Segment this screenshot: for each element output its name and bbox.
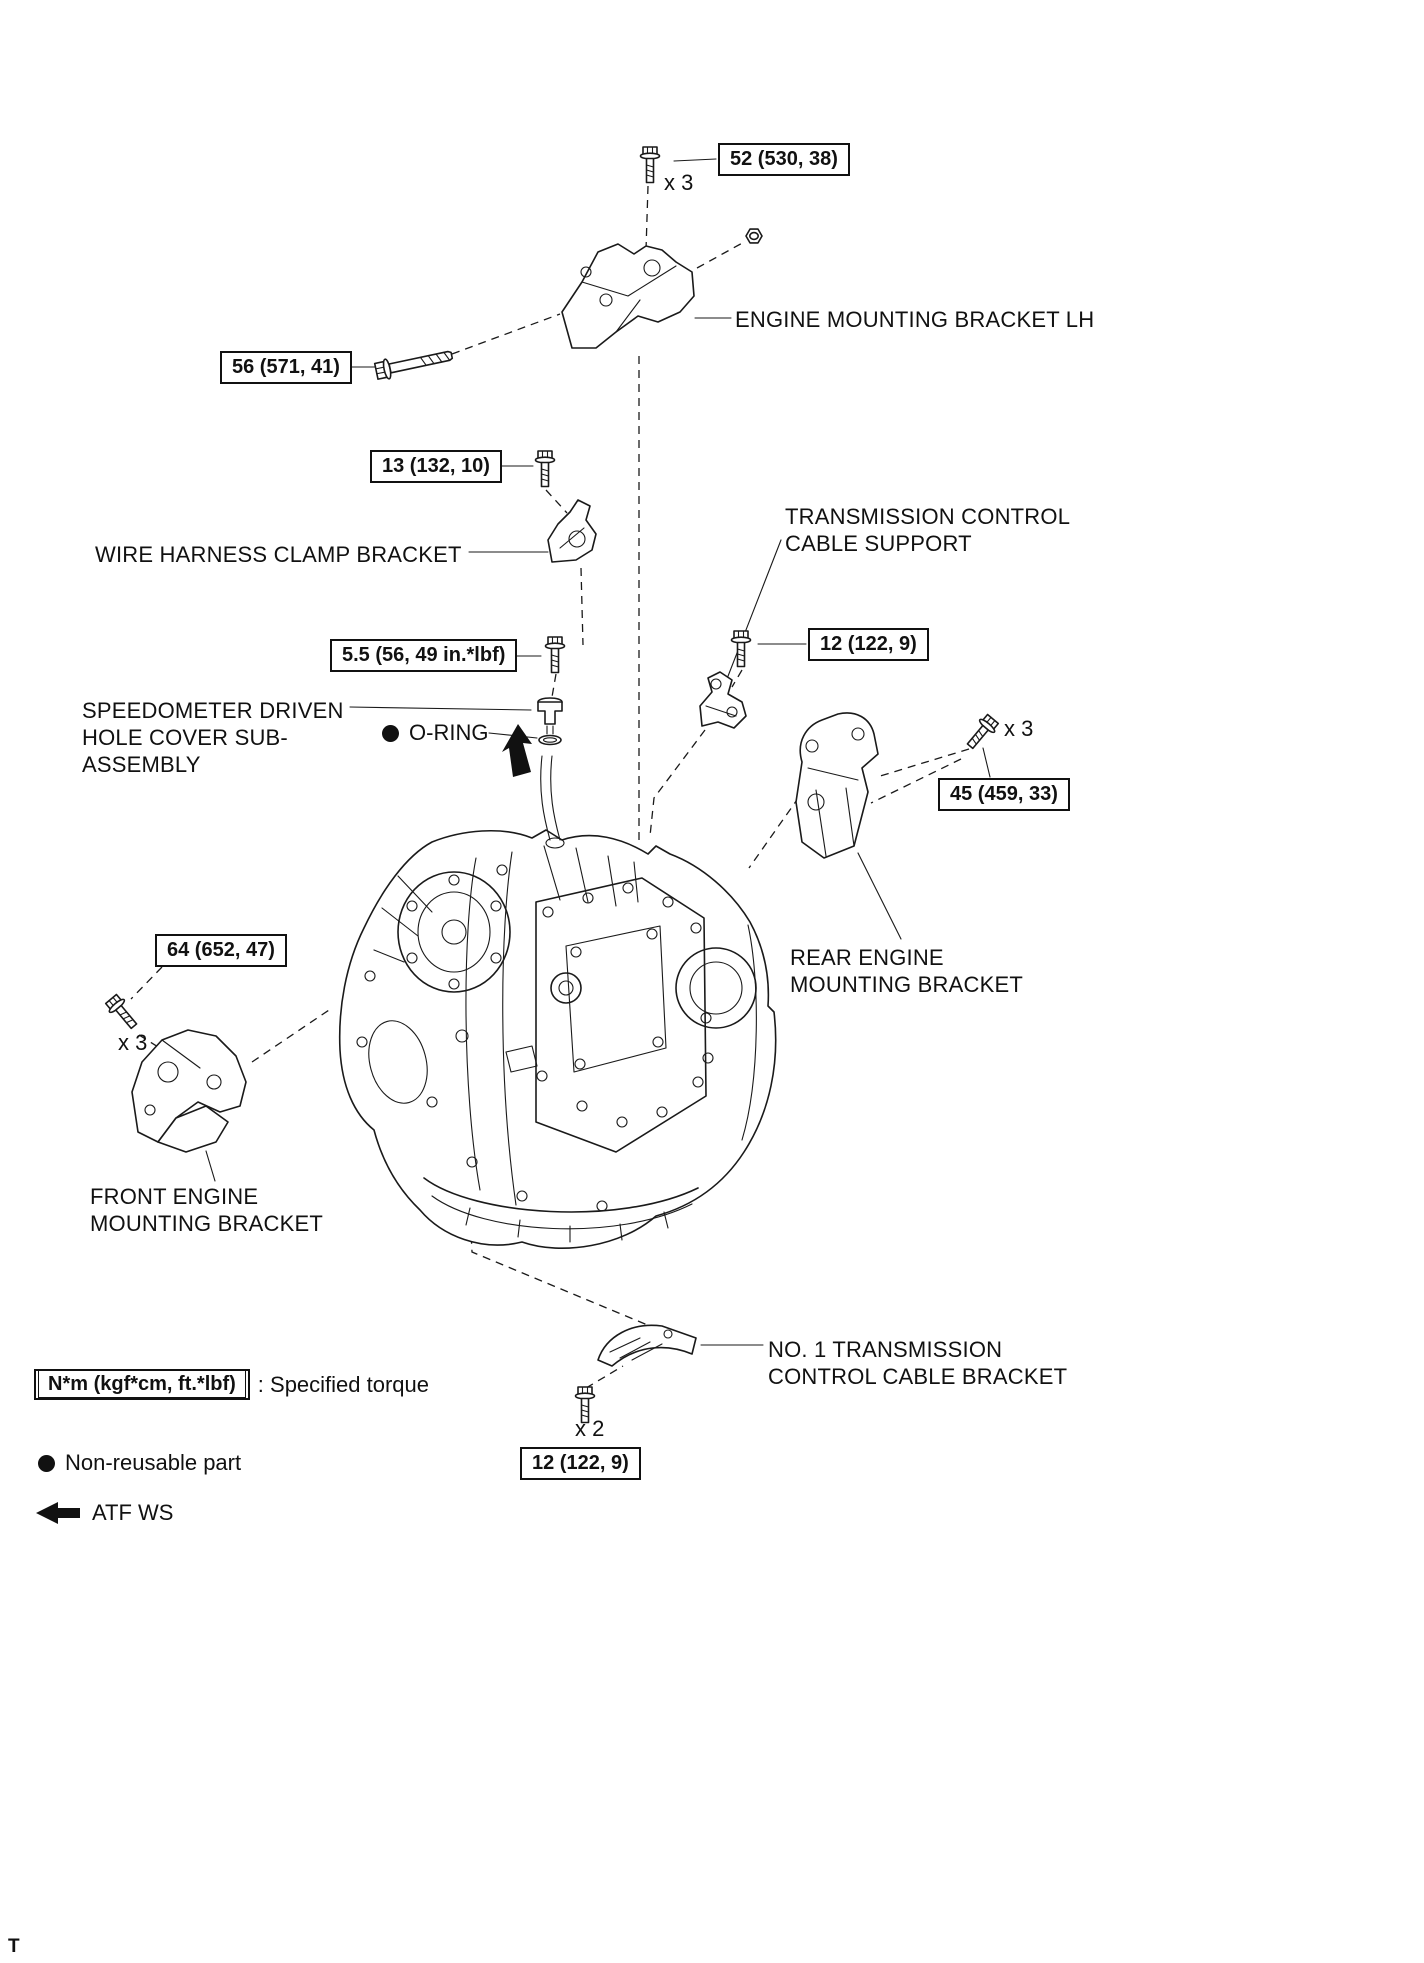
bolt-icon xyxy=(962,712,1002,754)
torque-spec-box: 64 (652, 47) xyxy=(155,934,287,967)
rear-engine-mounting-bracket-drawing xyxy=(795,712,879,859)
transaxle-illustration xyxy=(338,755,777,1250)
torque-spec-box: 5.5 (56, 49 in.*lbf) xyxy=(330,639,518,672)
label-transmission-control-cable-support: TRANSMISSION CONTROL CABLE SUPPORT xyxy=(785,504,1071,556)
atf-arrow-icon xyxy=(34,1500,82,1526)
front-engine-mounting-bracket-drawing xyxy=(131,1029,247,1153)
nut-icon xyxy=(745,228,763,244)
torque-spec-box: 12 (122, 9) xyxy=(520,1447,641,1480)
quantity-marker: x 3 xyxy=(664,170,694,195)
atf-apply-arrow-icon xyxy=(502,724,532,777)
label-speedometer-driven-hole-cover: SPEEDOMETER DRIVEN HOLE COVER SUB- ASSEM… xyxy=(82,698,344,777)
label-no1-transmission-control-cable-bracket: NO. 1 TRANSMISSION CONTROL CABLE BRACKET xyxy=(768,1337,1068,1389)
torque-spec-box: 12 (122, 9) xyxy=(808,628,929,661)
torque-legend-meaning: : Specified torque xyxy=(257,1371,430,1397)
transmission-control-cable-support-drawing xyxy=(699,671,747,729)
non-reusable-legend: Non-reusable part xyxy=(38,1450,241,1476)
engine-mounting-bracket-lh-drawing xyxy=(561,243,695,349)
bolt-icon xyxy=(544,636,566,674)
no1-transmission-control-cable-bracket-drawing xyxy=(597,1324,697,1367)
quantity-marker: x 3 xyxy=(1004,716,1034,741)
torque-spec-box: 56 (571, 41) xyxy=(220,351,352,384)
label-rear-engine-mounting-bracket: REAR ENGINE MOUNTING BRACKET xyxy=(790,945,1023,997)
label-o-ring: O-RING xyxy=(382,720,488,746)
bolt-icon xyxy=(639,146,661,184)
bolt-icon xyxy=(534,450,556,488)
speedometer-driven-hole-cover-drawing xyxy=(537,697,563,735)
long-bolt-icon xyxy=(373,344,455,382)
label-front-engine-mounting-bracket: FRONT ENGINE MOUNTING BRACKET xyxy=(90,1184,323,1236)
label-engine-mounting-bracket-lh: ENGINE MOUNTING BRACKET LH xyxy=(735,307,1095,332)
torque-spec-box: 13 (132, 10) xyxy=(370,450,502,483)
page-footer-mark: T xyxy=(8,1936,20,1957)
torque-legend-box: N*m (kgf*cm, ft.*lbf) xyxy=(34,1369,250,1400)
quantity-marker: x 2 xyxy=(575,1416,605,1441)
quantity-marker: x 3 xyxy=(118,1030,148,1055)
atf-legend: ATF WS xyxy=(34,1500,173,1526)
wire-harness-clamp-bracket-drawing xyxy=(547,499,597,563)
torque-spec-box: 52 (530, 38) xyxy=(718,143,850,176)
torque-spec-box: 45 (459, 33) xyxy=(938,778,1070,811)
torque-legend: N*m (kgf*cm, ft.*lbf) : Specified torque xyxy=(34,1369,429,1400)
non-reusable-dot-icon xyxy=(382,724,399,742)
label-wire-harness-clamp-bracket: WIRE HARNESS CLAMP BRACKET xyxy=(95,542,462,567)
label-leader-lines xyxy=(205,158,991,1346)
o-ring-drawing xyxy=(538,734,562,746)
non-reusable-dot-icon xyxy=(38,1454,55,1472)
bolt-icon xyxy=(102,992,142,1034)
case-bolt-heads xyxy=(356,864,714,1212)
